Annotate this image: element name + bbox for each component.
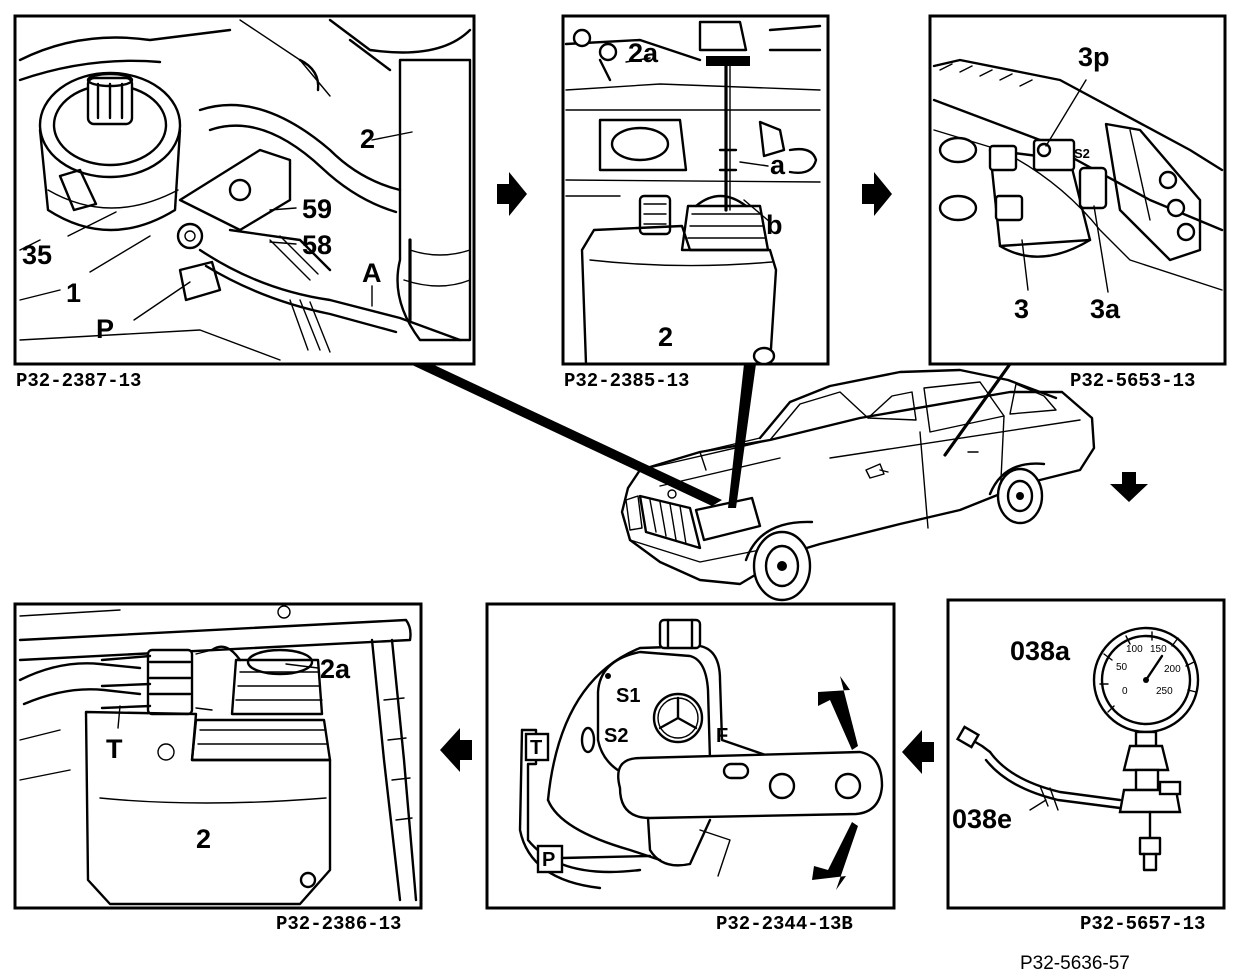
label-3: 3 [1014,294,1029,324]
label-P: P [96,314,114,344]
label-3a: 3a [1090,294,1121,324]
ref-bottom-right: P32-5657-13 [1080,913,1205,935]
label-F: F [716,725,728,747]
label-3p: 3p [1078,42,1110,72]
ref-bottom-middle: P32-2344-13B [716,913,853,935]
label-2a: 2a [320,654,351,684]
gauge-tick-50: 50 [1116,662,1128,673]
label-1: 1 [66,278,81,308]
label-T: T [106,734,123,764]
label-2: 2 [196,824,211,854]
panel-top-left: 2 59 58 35 1 A P [13,14,476,366]
top-right-illustration [932,58,1224,291]
panel-top-right: 3p S2 3 3a [928,14,1227,366]
ref-bottom-left: P32-2386-13 [276,913,401,935]
flow-arrow-left-2 [440,728,472,772]
pressure-gauge: 0 50 100 150 200 250 [1092,626,1200,872]
label-58: 58 [302,230,332,260]
ref-top-left: P32-2387-13 [16,370,141,392]
label-2: 2 [658,322,673,352]
test-hose [955,725,1122,811]
panel-top-middle: 2a a b 2 [561,14,830,366]
top-right-leader-lines [1021,79,1109,293]
panel-bottom-middle: S1 S2 F T P [485,602,896,910]
car-illustration [620,368,1096,602]
ref-top-middle: P32-2385-13 [564,370,689,392]
top-left-leader-lines [67,131,413,321]
top-middle-illustration [564,20,822,366]
rotation-arrows [812,676,858,890]
top-left-illustration [18,18,472,361]
label-038a: 038a [1010,636,1071,666]
gauge-tick-200: 200 [1164,664,1181,675]
label-35: 35 [22,240,52,270]
flow-arrow-right-2 [862,172,892,216]
panel-bottom-left: 2a T 2 [13,602,423,910]
figure-reference: P32-5636-57 [1020,953,1130,974]
gauge-tick-0: 0 [1122,686,1128,697]
label-59: 59 [302,194,332,224]
label-2: 2 [360,124,375,154]
gauge-tick-150: 150 [1150,644,1167,655]
label-038e: 038e [952,804,1012,834]
label-S1: S1 [616,685,640,707]
label-b: b [766,210,783,240]
panel-bottom-right: 0 50 100 150 200 250 038a 038e [946,598,1226,910]
label-P: P [542,849,555,871]
ref-top-right: P32-5653-13 [1070,370,1195,392]
label-T: T [530,737,542,759]
bottom-left-illustration [18,605,418,906]
bottom-left-leader-lines [117,663,319,729]
label-S2: S2 [604,725,628,747]
top-middle-leader-lines [625,57,771,223]
gauge-tick-250: 250 [1156,686,1173,697]
flow-arrow-left-1 [902,730,934,774]
label-2a: 2a [628,38,659,68]
flow-arrow-down [1110,472,1148,502]
label-a: a [770,150,786,180]
label-A: A [362,258,382,288]
bottom-middle-illustration [518,618,884,890]
bottom-right-leader-lines [1029,799,1047,811]
flow-arrow-right-1 [497,172,527,216]
gauge-tick-100: 100 [1126,644,1143,655]
label-S2: S2 [1074,146,1090,161]
